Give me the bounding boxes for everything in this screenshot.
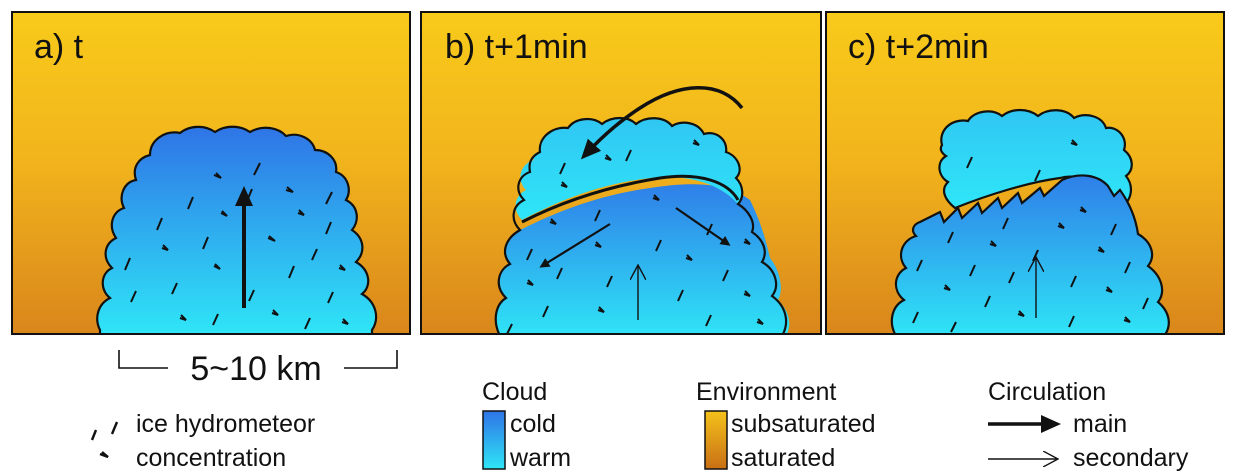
legend-cloud-swatch <box>482 410 506 470</box>
scale-bar-label: 5~10 km <box>190 350 321 388</box>
scale-bar: 5~10 km <box>118 350 398 388</box>
legend-environment-swatch <box>704 410 728 470</box>
legend-circulation-secondary: secondary <box>1073 444 1189 472</box>
legend-circulation-title: Circulation <box>988 378 1106 406</box>
panel-a: a) t <box>11 11 411 335</box>
legend-hydrometeor-line1: ice hydrometeor <box>136 410 315 438</box>
panel-b-boundary <box>521 174 740 224</box>
panel-c-ice-hydrometeors <box>912 139 1149 333</box>
legend: ice hydrometeor concentration Cloud cold… <box>90 378 1189 472</box>
panel-a-label: a) t <box>34 28 84 66</box>
legend-circulation-main: main <box>1073 410 1127 438</box>
legend-hydrometeor: ice hydrometeor concentration <box>90 410 315 472</box>
panel-c-upper-cloud <box>938 108 1133 210</box>
legend-cloud-cold: cold <box>510 410 556 438</box>
panel-a-cloud <box>96 125 378 334</box>
legend-cloud: Cloud cold warm <box>482 378 571 472</box>
legend-hydrometeor-icon <box>90 421 119 459</box>
panel-a-ice-hydrometeors <box>124 162 349 330</box>
panel-b-lower-cloud <box>495 184 790 334</box>
legend-environment-saturated: saturated <box>731 444 835 472</box>
panel-c: c) t+2min <box>825 11 1225 335</box>
legend-hydrometeor-line2: concentration <box>136 444 286 472</box>
legend-circulation: Circulation main secondary <box>988 378 1189 472</box>
panel-b: b) t+1min <box>420 11 822 335</box>
legend-environment: Environment subsaturated saturated <box>696 378 876 472</box>
panel-b-ice-hydrometeors <box>506 139 764 334</box>
legend-cloud-title: Cloud <box>482 378 547 406</box>
panel-c-label: c) t+2min <box>848 28 989 66</box>
panel-b-secondary-arrow-left <box>539 223 611 268</box>
panel-b-secondary-arrow-right <box>675 207 731 246</box>
panel-c-lower-cloud <box>890 174 1170 334</box>
legend-cloud-warm: warm <box>509 444 571 472</box>
panel-b-label: b) t+1min <box>445 28 588 66</box>
panel-b-main-downdraft-arrow <box>580 86 744 160</box>
panel-b-cloud-outline <box>494 116 788 334</box>
legend-environment-subsaturated: subsaturated <box>731 410 876 438</box>
panel-b-upper-cloud <box>515 118 743 220</box>
legend-environment-title: Environment <box>696 378 836 406</box>
